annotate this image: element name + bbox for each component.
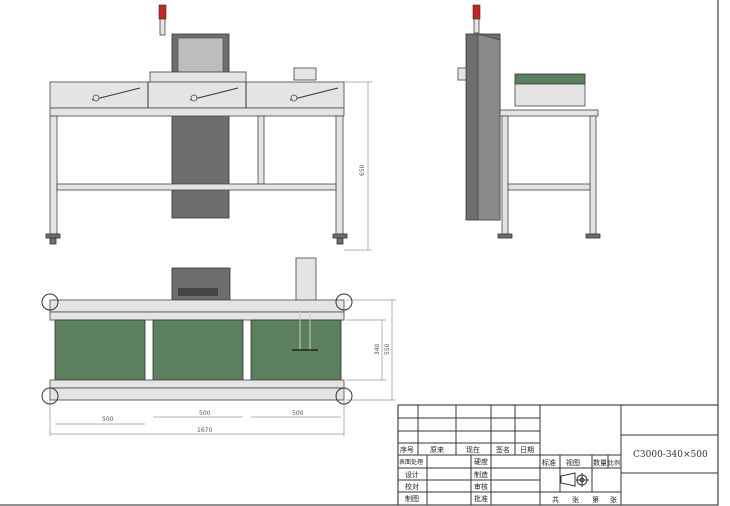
leg	[335, 115, 344, 235]
side-view	[457, 4, 601, 239]
title-block: 序号 原来 现在 签名 日期 表面处理 设计 校对 制图 硬度 制造 审核 批准…	[397, 404, 719, 506]
projection-symbol-icon	[560, 472, 589, 487]
std-label: 比例	[608, 459, 620, 467]
display-panel	[177, 37, 224, 73]
leg	[49, 115, 58, 235]
model-number: C3000-340×500	[633, 450, 708, 460]
left-label: 制图	[405, 494, 419, 503]
signal-light	[158, 4, 167, 20]
left-label: 设计	[405, 470, 419, 479]
plan-view: 340 550 500 500 500 1670	[41, 257, 396, 436]
front-view: 650	[45, 4, 372, 251]
leg	[257, 115, 265, 185]
mid-label: 审核	[474, 482, 488, 491]
sheet-label: 张	[572, 495, 579, 504]
conveyor-body	[49, 81, 345, 109]
std-label: 标准	[542, 458, 556, 467]
sheet-label: 第	[592, 495, 599, 504]
mid-label: 硬度	[474, 457, 488, 466]
rev-header: 原来	[430, 446, 444, 454]
dim-seg1: 500	[102, 416, 114, 423]
sheet-label: 张	[610, 495, 617, 504]
rev-header: 序号	[400, 445, 414, 454]
left-label: 表面处理	[399, 458, 423, 466]
dim-height: 650	[359, 164, 366, 176]
std-label: 视图	[566, 458, 580, 467]
mid-label: 制造	[474, 470, 488, 479]
std-label: 数量	[593, 458, 607, 467]
dim-width: 550	[384, 343, 391, 355]
rev-header: 签名	[496, 445, 510, 454]
rev-header: 日期	[520, 446, 534, 454]
sheet-label: 共	[552, 495, 559, 504]
dim-seg3: 500	[292, 410, 304, 417]
belt	[152, 319, 244, 381]
mid-label: 批准	[474, 494, 488, 503]
dim-total: 1670	[197, 427, 212, 434]
rev-header: 现在	[466, 445, 480, 454]
left-label: 校对	[405, 482, 419, 491]
dim-seg2: 500	[199, 410, 211, 417]
belt	[54, 319, 146, 381]
dim-belt-width: 340	[374, 343, 381, 355]
